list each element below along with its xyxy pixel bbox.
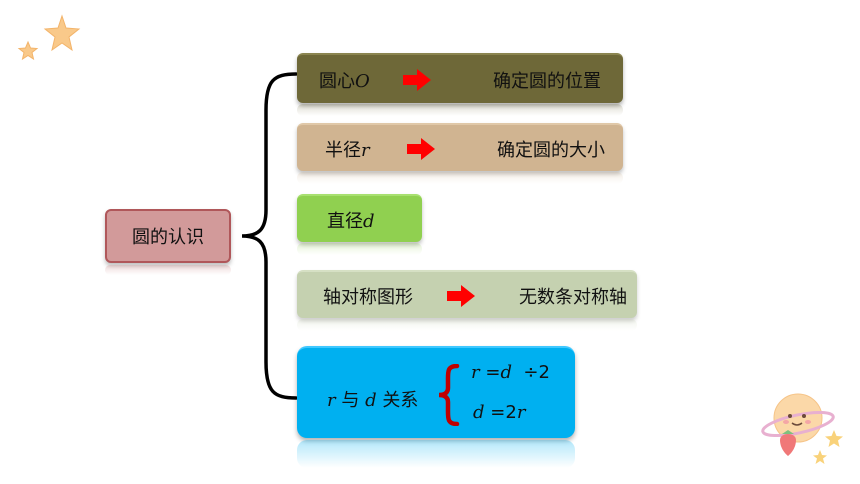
right-arrow-icon [403,69,431,91]
relation-connector: 与 [341,390,360,411]
star-icon [43,14,81,52]
planet-icon [761,393,835,456]
relation-var-d: d [365,390,377,411]
planet-decoration-bottom-right [761,393,843,464]
eq2-op: =2 [490,402,517,423]
node-radius: 半径r 确定圆的大小 [297,123,623,171]
eq1-lhs: r [471,362,480,383]
node-symmetry-label: 轴对称图形 [323,287,413,308]
node-center-reflection [297,104,623,116]
root-node: 圆的认识 [105,209,231,263]
node-relation-reflection [297,440,575,468]
mind-map-bracket [241,72,298,400]
relation-brace-icon [438,364,460,426]
node-symmetry-result: 无数条对称轴 [519,287,627,308]
eq2-lhs: d [473,402,485,423]
relation-var-r: r [327,390,336,411]
node-radius-result: 确定圆的大小 [497,140,605,161]
node-relation: r 与 d 关系 r =d ÷2 d =2r [297,346,575,438]
node-center: 圆心O 确定圆的位置 [297,53,623,103]
stars-decoration-top-left [17,14,81,61]
node-center-result: 确定圆的位置 [493,71,601,92]
root-label: 圆的认识 [132,227,204,248]
node-symmetry-reflection [297,319,637,331]
eq2-rhs: r [516,402,526,423]
node-diameter-var: d [363,211,375,232]
node-center-label: 圆心 [319,71,355,92]
eq1-op: = [485,362,501,383]
right-arrow-icon [407,138,435,160]
node-symmetry: 轴对称图形 无数条对称轴 [297,270,637,318]
node-radius-reflection [297,172,623,184]
relation-suffix: 关系 [382,390,419,411]
star-icon [825,430,843,447]
node-center-var: O [355,71,370,92]
eq1-div: ÷2 [523,362,550,383]
root-node-reflection [105,265,231,275]
node-diameter-label: 直径 [327,211,363,232]
node-diameter: 直径d [297,194,422,242]
right-arrow-icon [447,285,475,307]
star-icon [813,450,827,464]
eq1-rhs: d [500,362,512,383]
node-radius-var: r [361,140,370,161]
node-radius-label: 半径 [325,140,361,161]
node-diameter-reflection [297,243,422,255]
star-icon [17,40,39,61]
